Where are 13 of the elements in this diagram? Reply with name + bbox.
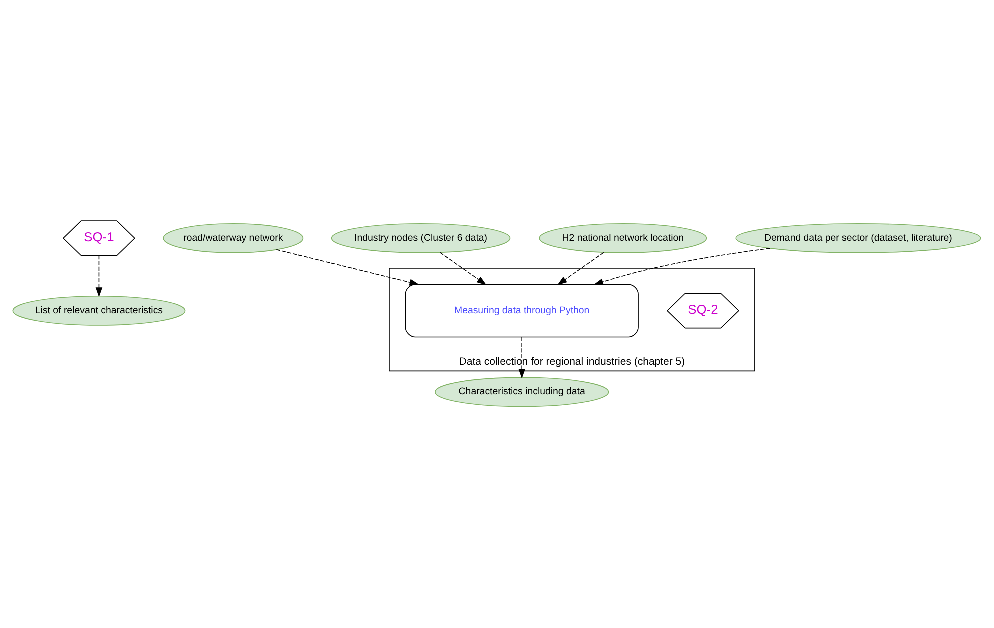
arrow <box>96 255 103 298</box>
node-box: Measuring data through Python <box>405 284 639 338</box>
arrow <box>594 248 771 286</box>
arrow <box>440 252 487 286</box>
node-ellipse: List of relevant characteristics <box>12 296 186 326</box>
node-ellipse: Industry nodes (Cluster 6 data) <box>331 223 511 254</box>
node-ellipse: Demand data per sector (dataset, literature) <box>736 223 982 254</box>
arrow <box>557 252 604 286</box>
node-ellipse: road/waterway network <box>163 223 304 254</box>
node-ellipse: Characteristics including data <box>435 377 610 408</box>
arrow <box>518 337 526 379</box>
node-ellipse: H2 national network location <box>539 223 708 254</box>
arrow <box>276 249 420 286</box>
